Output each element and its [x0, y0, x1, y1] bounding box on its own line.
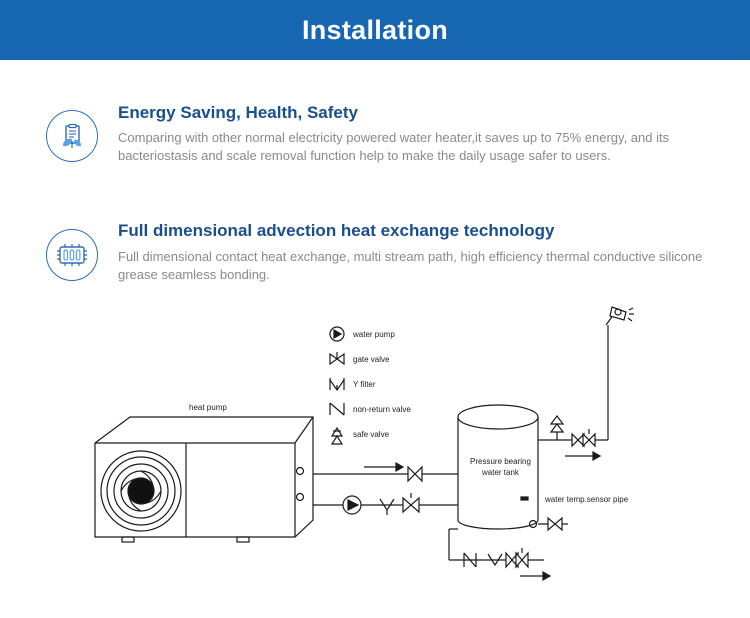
safe-valve-symbol — [330, 426, 344, 445]
header-banner: Installation — [0, 0, 750, 60]
water-tank — [457, 404, 539, 530]
heat-pump-unit — [94, 416, 314, 543]
tank-label: Pressure bearing — [470, 457, 531, 466]
non-return-valve-symbol — [329, 402, 345, 416]
legend-label: safe valve — [353, 430, 390, 439]
heat-pump-label: heat pump — [189, 403, 227, 412]
y-filter-symbol — [329, 378, 345, 392]
legend-label: gate valve — [353, 355, 390, 364]
sensor-label: water temp.sensor pipe — [544, 495, 629, 504]
heat-exchanger-icon — [46, 229, 98, 281]
installation-diagram: water pump gate valve Y filter non-retur… — [94, 306, 634, 582]
energy-document-leaf-icon — [46, 110, 98, 162]
legend — [329, 326, 345, 445]
fan-grille — [100, 450, 182, 532]
feature-description: Comparing with other normal electricity … — [118, 130, 670, 163]
legend-label: Y filter — [353, 380, 376, 389]
legend-label: non-return valve — [353, 405, 411, 414]
page-title: Installation — [301, 14, 449, 45]
gate-valve-symbol — [329, 352, 345, 366]
water-pump-symbol — [329, 326, 345, 342]
feature-title: Full dimensional advection heat exchange… — [118, 221, 555, 240]
feature-title: Energy Saving, Health, Safety — [118, 103, 358, 122]
legend-label: water pump — [352, 330, 395, 339]
feature-description: Full dimensional contact heat exchange, … — [118, 249, 703, 282]
shower-head — [605, 306, 634, 326]
tank-label: water tank — [481, 468, 520, 477]
